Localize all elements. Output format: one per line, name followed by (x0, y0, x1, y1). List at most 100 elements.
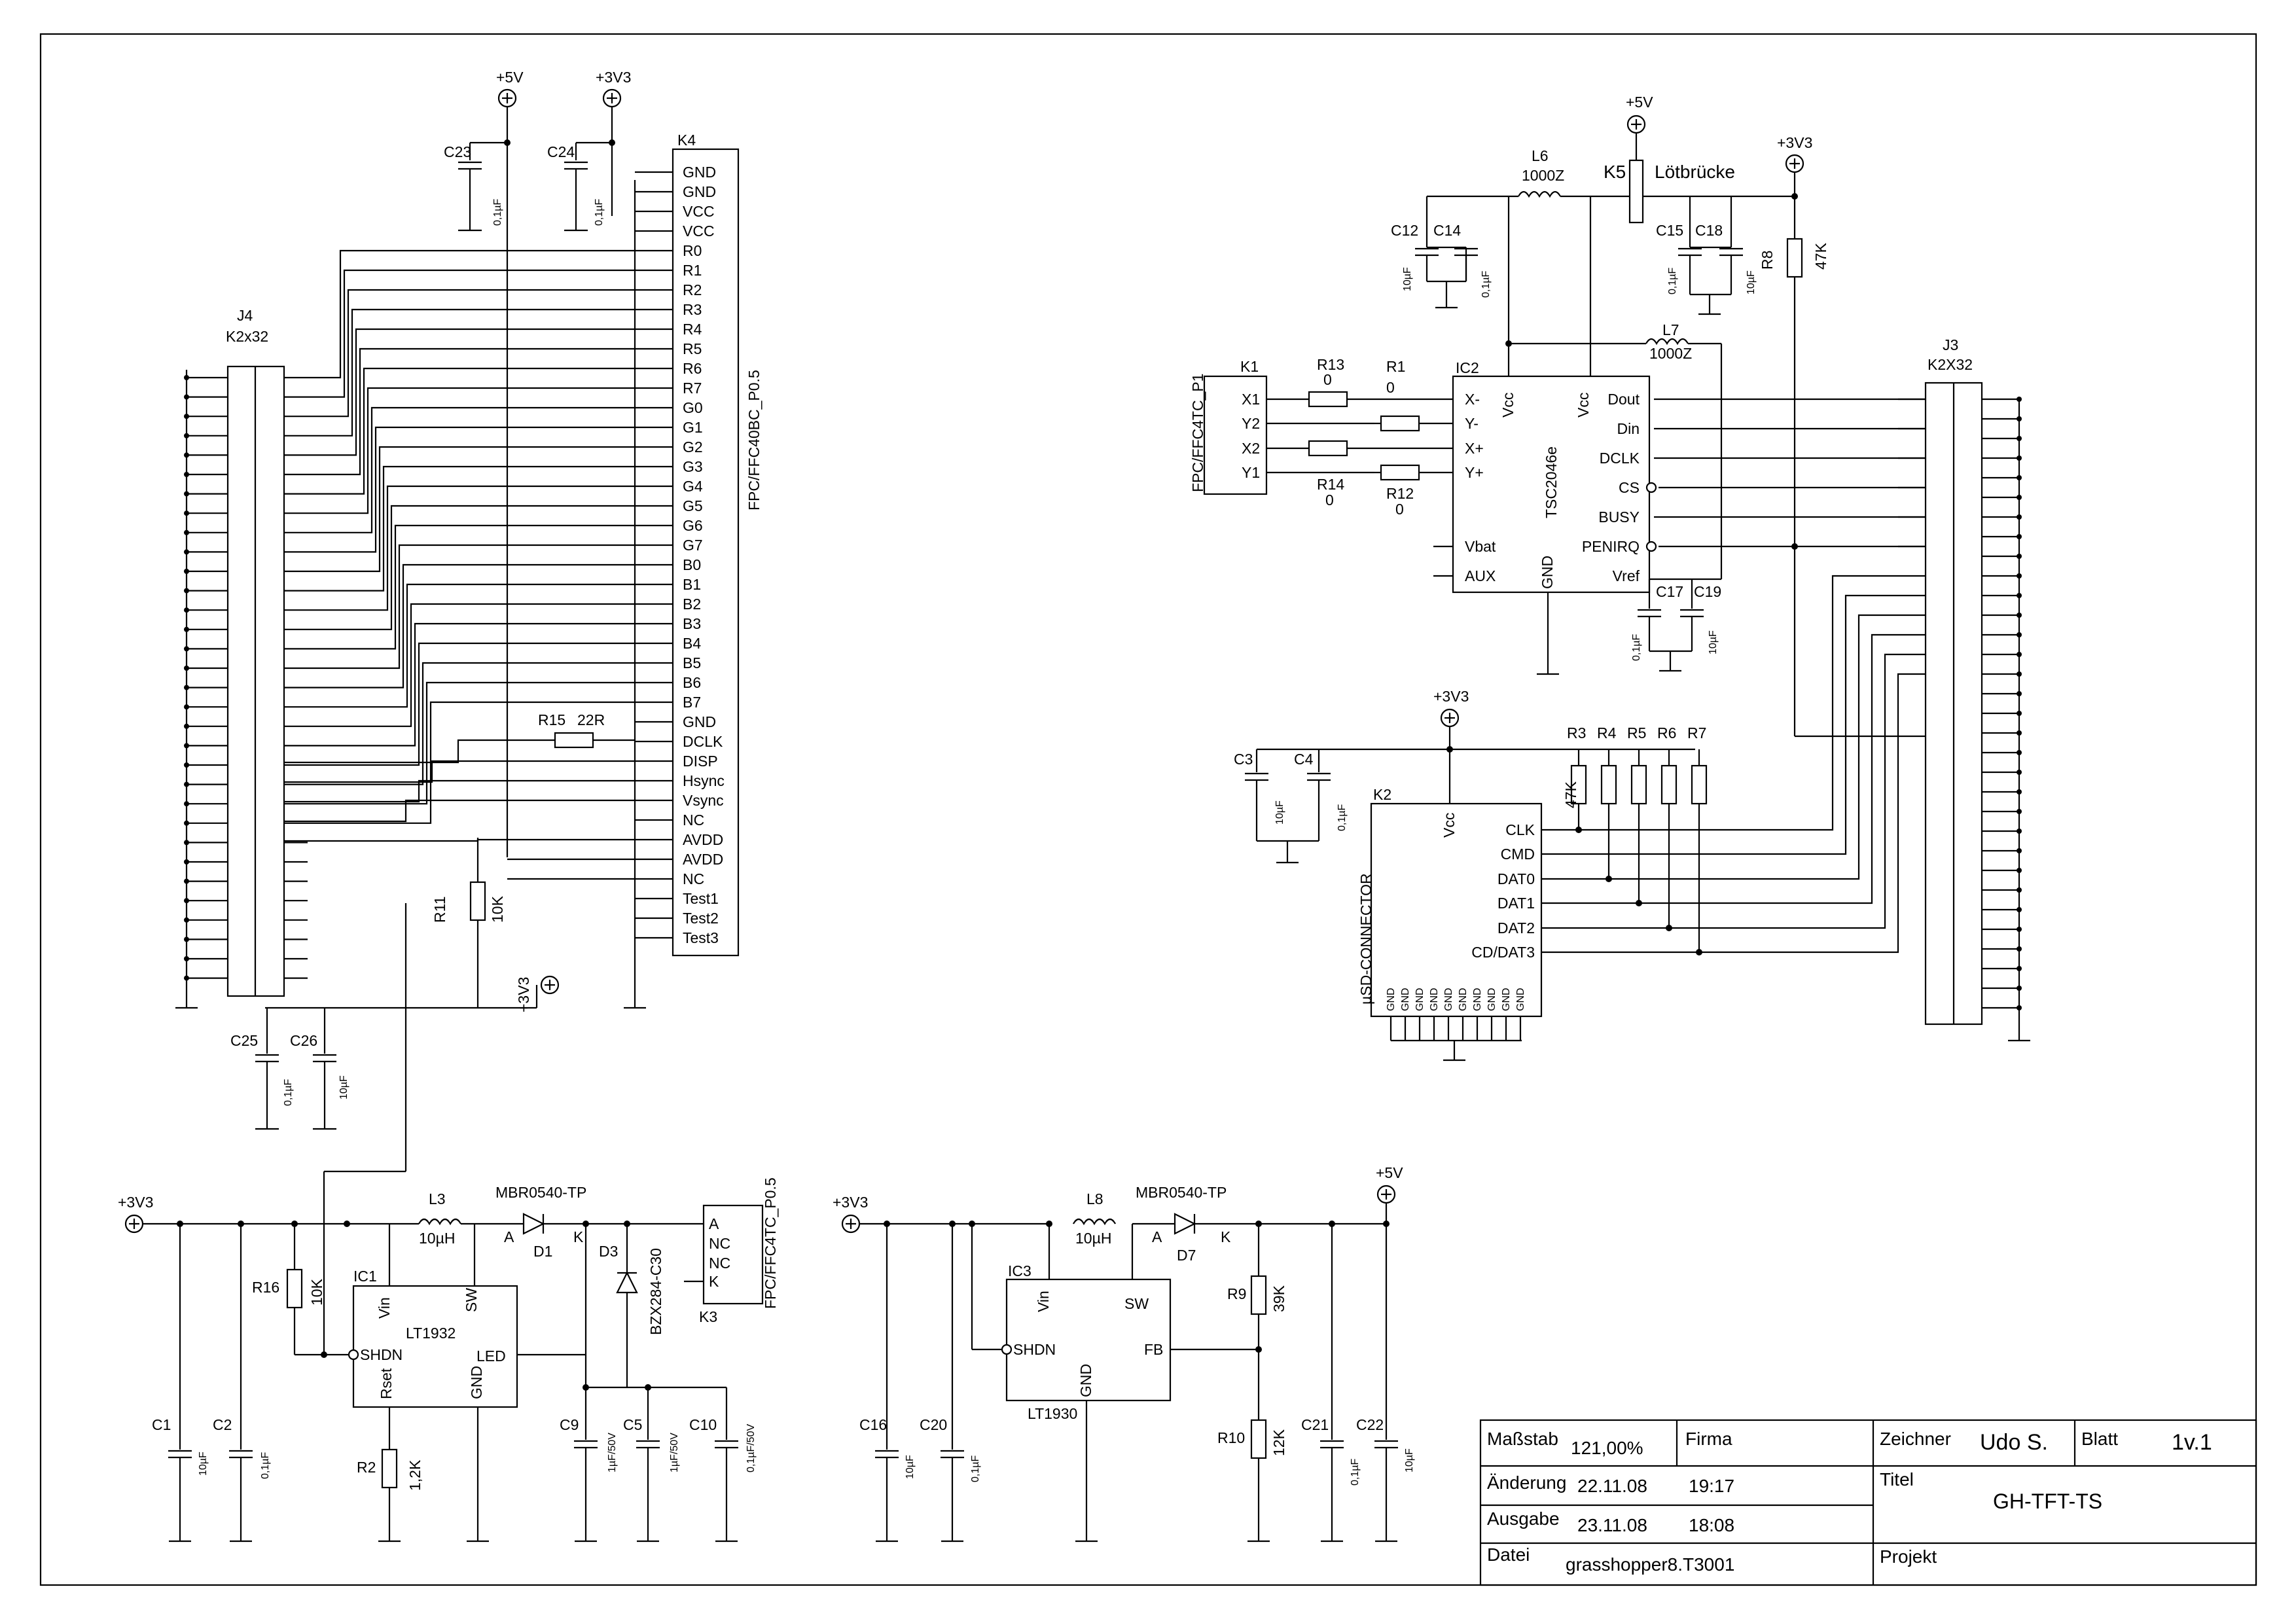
k1-pin-label: Y1 (1242, 464, 1260, 481)
r16-ref: R16 (252, 1279, 279, 1296)
hsync-wire (284, 779, 635, 803)
ic1-sw: SW (463, 1288, 480, 1312)
k3-body (702, 1204, 764, 1305)
lcd-connector-section: J4 K2x32 K4 FPC/FFC40BC_P0.5 GNDGNDVCCVC… (175, 69, 762, 1130)
pwr-3v3-j4: +3V3 (515, 977, 532, 1012)
r1-ref: R1 (1386, 358, 1405, 375)
backlight-driver-section: +3V3 C1 10µF C2 0,1µF R16 10K (118, 903, 779, 1543)
data-bus-wire (308, 465, 635, 592)
data-bus-wire (308, 603, 635, 727)
r10-ref: R10 (1217, 1429, 1245, 1446)
k4-pin-label: R6 (683, 360, 702, 377)
r12-val: 0 (1395, 501, 1404, 518)
k3-part: FPC/FFC4TC_P0.5 (762, 1177, 779, 1309)
l6-val: 1000Z (1522, 167, 1564, 184)
c1-val: 10µF (198, 1452, 209, 1476)
k2-ref: K2 (1373, 786, 1391, 803)
j3-section: J3 K2X32 (1541, 336, 2030, 1042)
k2-pin-label: CLK (1505, 821, 1535, 838)
k2-gnd-label: GND (1515, 988, 1526, 1011)
sd-j3-wire (1541, 614, 1926, 880)
data-bus-wire (308, 583, 635, 708)
r4-ref: R4 (1597, 724, 1617, 741)
data-bus-wire (308, 681, 635, 805)
c22-val: 10µF (1404, 1448, 1415, 1472)
r5-body (1630, 764, 1647, 805)
data-bus-wire (308, 289, 635, 418)
r4-body (1600, 764, 1617, 805)
k4-pin-label: B0 (683, 556, 701, 573)
k4-pin-label: Vsync (683, 792, 724, 809)
c22-ref: C22 (1356, 1416, 1384, 1433)
c5-ref: C5 (623, 1416, 642, 1433)
k2-pin-label: DAT1 (1498, 895, 1535, 912)
k3-ref: K3 (699, 1308, 717, 1325)
r15-ref: R15 (538, 711, 565, 728)
pullup-junction (1696, 949, 1702, 955)
ic2-right-label: Dout (1607, 391, 1640, 408)
tb-blatt-value: 1v.1 (2172, 1430, 2212, 1455)
k1-body (1203, 375, 1268, 495)
d1-ref: D1 (533, 1243, 552, 1260)
r2-val: 1,2K (406, 1459, 423, 1491)
sd-j3-wire (1541, 633, 1926, 904)
ic1-gnd: GND (468, 1366, 485, 1399)
ic2-left-label: Y+ (1465, 464, 1484, 481)
k4-pin-label: R1 (683, 262, 702, 279)
tb-ausgabe-date: 23.11.08 (1577, 1515, 1647, 1535)
d3-part: BZX284-C30 (647, 1248, 664, 1335)
data-bus-wire (308, 406, 635, 533)
ic2-invert-bubble (1645, 482, 1657, 493)
tb-zeichner-label: Zeichner (1880, 1429, 1951, 1449)
k4-pin-label: G5 (683, 497, 703, 514)
r2-body (381, 1448, 398, 1489)
data-bus-wire (308, 622, 635, 747)
j4-ref: J4 (237, 307, 253, 324)
k4-pin-label: VCC (683, 223, 715, 240)
data-bus-wire (308, 269, 635, 398)
c21-val: 0,1µF (1350, 1459, 1361, 1486)
r9-ref: R9 (1227, 1285, 1246, 1302)
vsync-wire (284, 799, 635, 823)
pullup-junction (1605, 876, 1612, 882)
k2-pin-label: CD/DAT3 (1471, 944, 1535, 961)
ic3-part: LT1930 (1028, 1405, 1077, 1422)
k4-pin-label: GND (683, 164, 716, 181)
k4-pin-label: Test3 (683, 929, 719, 946)
k4-pin-label: VCC (683, 203, 715, 220)
r3-val: 47K (1562, 781, 1579, 808)
c23-val: 0,1µF (492, 199, 503, 226)
sd-j3-wire (1541, 594, 1926, 855)
ic2-right-label: Vref (1613, 567, 1640, 584)
d1-a: A (504, 1228, 514, 1245)
ic1-part: LT1932 (406, 1325, 456, 1342)
ic2-left-label: AUX (1465, 567, 1496, 584)
r7-ref: R7 (1687, 724, 1706, 741)
k4-pin-label: G4 (683, 478, 703, 495)
k1-pin-label: X1 (1242, 391, 1260, 408)
tb-aenderung-date: 22.11.08 (1577, 1476, 1647, 1496)
c15-val: 0,1µF (1667, 268, 1678, 294)
disp-wire (284, 760, 635, 783)
tb-aenderung-time: 19:17 (1689, 1476, 1734, 1496)
tb-datei-label: Datei (1487, 1544, 1530, 1565)
ic1-body (352, 1285, 518, 1408)
k4-body (672, 148, 740, 957)
l3-ref: L3 (429, 1190, 446, 1207)
sd-j3-wire (1541, 673, 1926, 954)
j3-ref: J3 (1943, 336, 1958, 353)
l8-ref: L8 (1086, 1190, 1103, 1207)
k4-ref: K4 (677, 132, 696, 149)
c5-val: 1µF/50V (669, 1433, 680, 1472)
pullup-junction (1575, 827, 1582, 833)
data-bus-wire (308, 662, 635, 785)
ic3-sw: SW (1124, 1295, 1149, 1312)
k1-pin-label: X2 (1242, 440, 1260, 457)
k2-gnd-label: GND (1429, 988, 1440, 1011)
k4-pin-label: NC (683, 812, 704, 829)
k2-gnd-label: GND (1400, 988, 1411, 1011)
ic2-left-label: X+ (1465, 440, 1484, 457)
data-bus-wire (308, 426, 635, 553)
ic2-right-label: PENIRQ (1582, 538, 1640, 555)
data-bus-wire (308, 387, 635, 514)
